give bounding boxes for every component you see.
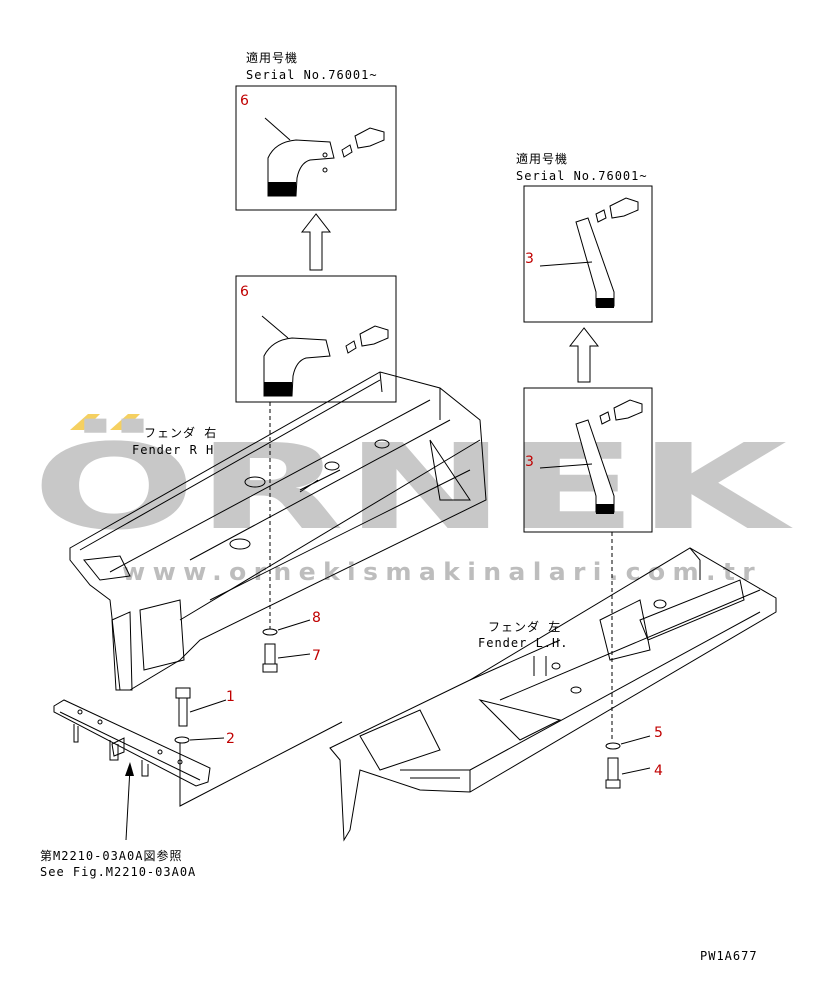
bolt-part-1: 1	[175, 687, 235, 727]
top-inset: 適用号機 Serial No.76001~ 6	[235, 50, 397, 271]
top-inset-box	[235, 85, 397, 211]
watermark-accent-left	[70, 414, 100, 430]
callout-7: 7	[312, 648, 321, 664]
fender-lh-jp-label: フェンダ 左	[488, 619, 561, 634]
right-inset-arrow	[568, 327, 600, 383]
lower-left-box-frame	[235, 275, 397, 403]
washer-part-2: 2	[174, 731, 235, 747]
lower-left-callout-6: 6	[240, 284, 249, 300]
right-inset-callout-3: 3	[525, 251, 534, 267]
fender-lh-en-label: Fender L.H.	[478, 636, 568, 650]
top-inset-arrow	[300, 213, 332, 271]
fender-bracket-part	[264, 117, 385, 197]
reference-jp-label: 第M2210-03A0A図参照	[40, 848, 182, 863]
callout-1: 1	[226, 689, 235, 705]
reference-en-label: See Fig.M2210-03A0A	[40, 865, 196, 879]
top-inset-serial-label: Serial No.76001~	[246, 68, 378, 82]
top-inset-callout-6: 6	[240, 93, 249, 109]
bolt-part-7: 7	[262, 643, 321, 673]
fender-rh-en-label: Fender R H	[132, 443, 214, 457]
right-inset-applicable-label: 適用号機	[516, 151, 568, 166]
callout-8: 8	[312, 610, 321, 626]
right-inset-box	[523, 185, 653, 323]
lower-right-box-frame	[523, 387, 653, 533]
fender-rh-jp-label: フェンダ 右	[144, 425, 217, 440]
callout-5: 5	[654, 725, 663, 741]
mount-bracket-assembly	[53, 699, 343, 841]
callout-4: 4	[654, 763, 663, 779]
lower-left-box: 6	[235, 275, 397, 403]
right-inset: 適用号機 Serial No.76001~ 3	[516, 151, 653, 383]
washer-part-8: 8	[262, 610, 321, 636]
watermark-accent-right	[110, 414, 140, 430]
drawing-code: PW1A677	[700, 949, 758, 963]
callout-2: 2	[226, 731, 235, 747]
washer-part-5: 5	[605, 725, 663, 750]
watermark: ÖRNEK www.ornekismakinalari.com.tr	[32, 414, 794, 586]
bolt-part-4: 4	[605, 757, 663, 789]
lower-right-box: 3	[523, 387, 653, 533]
fender-lh: フェンダ 左 Fender L.H.	[329, 547, 777, 842]
lower-right-callout-3: 3	[525, 454, 534, 470]
watermark-logo: ÖRNEK	[32, 418, 794, 556]
right-inset-serial-label: Serial No.76001~	[516, 169, 648, 183]
top-inset-applicable-label: 適用号機	[246, 50, 298, 65]
